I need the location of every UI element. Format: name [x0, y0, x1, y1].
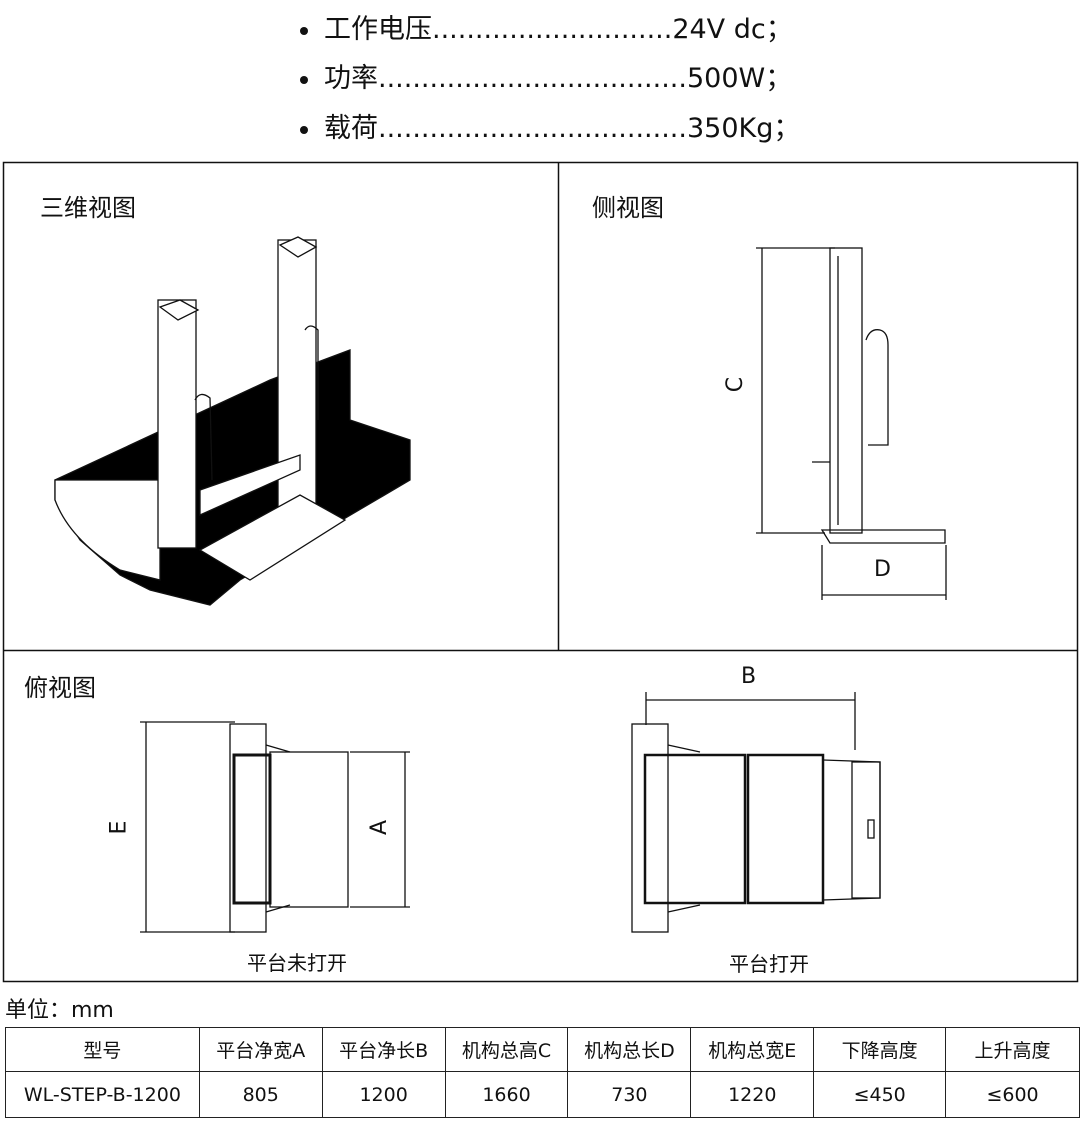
spec-label: 功率: [324, 63, 378, 94]
table-cell: 1660: [444, 1071, 569, 1118]
side-view-title: 侧视图: [592, 194, 664, 222]
top-view-open-drawing: [631, 692, 881, 933]
bullet-icon: [300, 26, 308, 35]
spec-value: 350Kg；: [686, 113, 801, 144]
side-view-drawing: [756, 247, 947, 600]
spec-load: 载荷....................................35…: [300, 114, 800, 144]
spec-label: 载荷: [324, 113, 378, 144]
dim-label-a: A: [367, 819, 393, 836]
unit-label: 单位：mm: [5, 998, 114, 1023]
spec-label: 工作电压: [324, 14, 432, 45]
spec-power: 功率....................................50…: [300, 64, 792, 94]
table-header: 上升高度: [945, 1027, 1080, 1072]
table-header: 平台净宽A: [198, 1027, 323, 1072]
bullet-icon: [300, 125, 308, 134]
figure-frame: [2, 161, 1079, 983]
table-cell: 730: [567, 1071, 692, 1118]
table-header: 下降高度: [813, 1027, 947, 1072]
top-view-closed-drawing: [140, 721, 410, 933]
closed-caption: 平台未打开: [247, 951, 347, 975]
iso-view-title: 三维视图: [40, 194, 136, 222]
dim-label-b: B: [741, 664, 757, 689]
table-row: WL-STEP-B-1200 805 1200 1660 730 1220 ≤4…: [5, 1071, 1080, 1118]
spec-leader: ....................................: [378, 113, 687, 144]
spec-leader: ....................................: [378, 63, 687, 94]
table-header: 型号: [5, 1027, 200, 1072]
dim-label-e: E: [106, 820, 132, 835]
spec-voltage: 工作电压............................24V dc；: [300, 15, 793, 45]
table-cell: WL-STEP-B-1200: [5, 1071, 200, 1118]
iso-view-drawing: [54, 236, 411, 606]
spec-value: 500W；: [686, 63, 793, 94]
dim-label-c: C: [723, 376, 749, 393]
bullet-icon: [300, 75, 308, 84]
table-header: 平台净长B: [321, 1027, 446, 1072]
spec-leader: ............................: [432, 14, 673, 45]
table-header-row: 型号 平台净宽A 平台净长B 机构总高C 机构总长D 机构总宽E 下降高度 上升…: [5, 1027, 1080, 1072]
table-cell: 1200: [321, 1071, 446, 1118]
spec-table: 型号 平台净宽A 平台净长B 机构总高C 机构总长D 机构总宽E 下降高度 上升…: [5, 1027, 1080, 1118]
table-cell: ≤600: [945, 1071, 1080, 1118]
table-header: 机构总高C: [444, 1027, 569, 1072]
open-caption: 平台打开: [729, 952, 809, 976]
spec-value: 24V dc；: [672, 14, 793, 45]
table-cell: 1220: [690, 1071, 815, 1118]
table-header: 机构总宽E: [690, 1027, 815, 1072]
top-view-title: 俯视图: [24, 674, 96, 702]
table-cell: 805: [198, 1071, 323, 1118]
table-header: 机构总长D: [567, 1027, 692, 1072]
dim-label-d: D: [874, 557, 891, 582]
table-cell: ≤450: [813, 1071, 947, 1118]
